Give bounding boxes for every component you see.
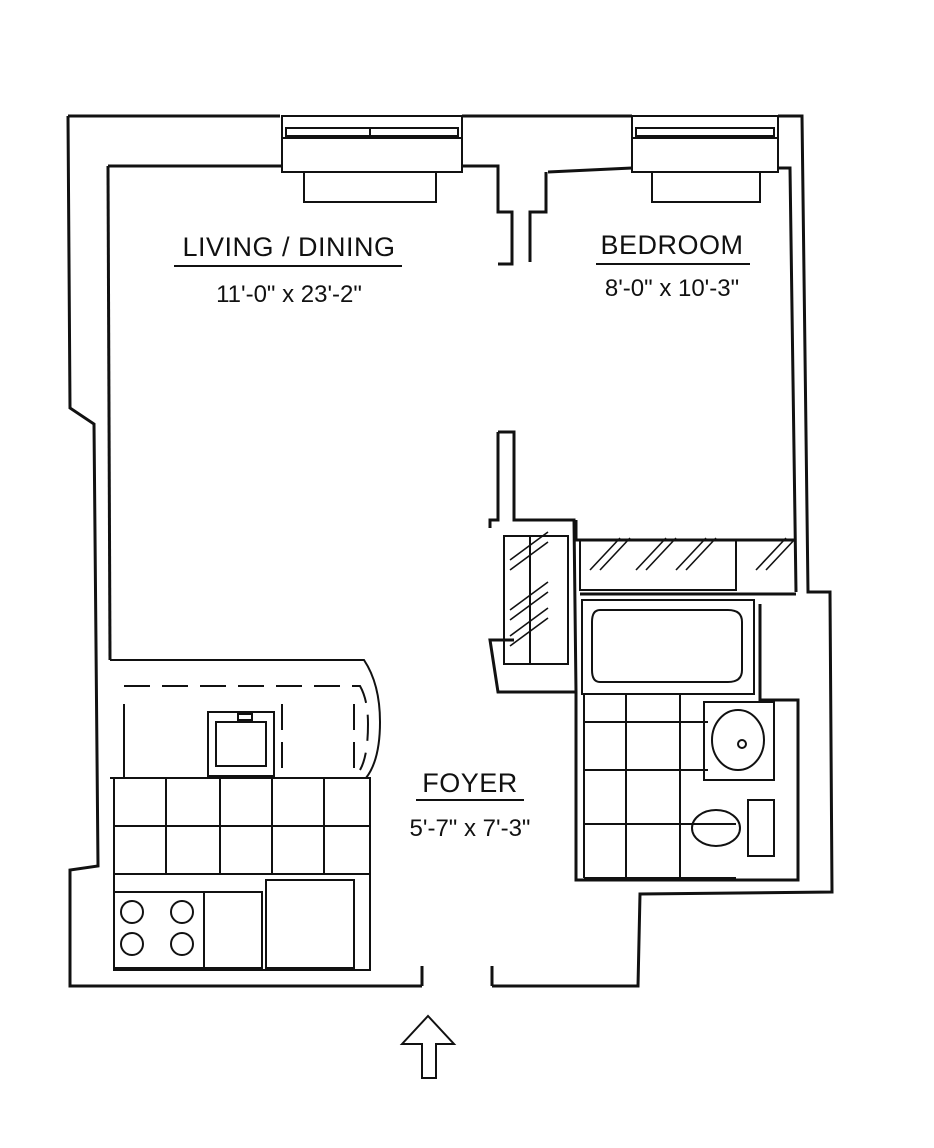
living-dining-name: LIVING / DINING [182,232,395,262]
outer-walls [66,114,834,988]
window-icon [281,115,463,203]
bedroom-dims: 8'-0" x 10'-3" [605,275,739,302]
window-icon [631,115,779,203]
sink-icon [711,709,765,771]
bedroom-name: BEDROOM [600,230,743,260]
foyer-label-group: FOYER 5'-7" x 7'-3" [410,768,531,842]
bedroom-label-group: BEDROOM 8'-0" x 10'-3" [596,230,750,302]
living-dining-dims: 11'-0" x 23'-2" [216,281,362,308]
bathtub-icon [591,609,743,683]
living-dining-label-group: LIVING / DINING 11'-0" x 23'-2" [174,232,402,308]
foyer-name: FOYER [422,768,518,798]
bathroom [574,599,800,882]
kitchen [110,659,382,971]
stove-icon [113,891,205,969]
closet-rod-hatch [509,531,797,647]
foyer-dims: 5'-7" x 7'-3" [410,815,531,842]
toilet-icon [691,809,741,847]
interior-partitions [488,430,796,694]
entry-arrow-icon [399,1014,457,1079]
sink-icon [207,711,275,777]
